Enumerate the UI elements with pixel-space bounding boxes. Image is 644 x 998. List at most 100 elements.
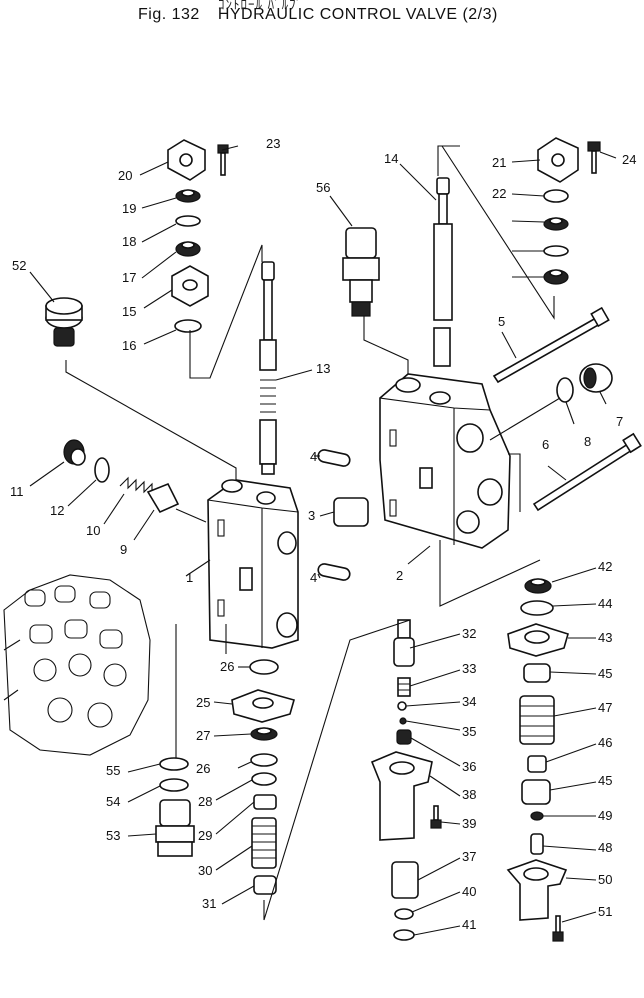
valve-body-1 xyxy=(207,479,299,649)
seat-31 xyxy=(253,875,277,895)
callout-2: 2 xyxy=(396,568,403,583)
callout-51: 51 xyxy=(598,904,612,919)
callout-37: 37 xyxy=(462,849,476,864)
callout-27: 27 xyxy=(196,728,210,743)
seal-42 xyxy=(524,578,552,594)
callout-45-bottom: 45 xyxy=(598,773,612,788)
o-ring-4-lower xyxy=(317,563,351,581)
cap-50 xyxy=(506,859,568,921)
callout-29: 29 xyxy=(198,828,212,843)
callout-13: 13 xyxy=(316,361,330,376)
callout-20: 20 xyxy=(118,168,132,183)
plug-53 xyxy=(155,799,195,857)
callout-9: 9 xyxy=(120,542,127,557)
callout-49: 49 xyxy=(598,808,612,823)
callout-50: 50 xyxy=(598,872,612,887)
callout-56: 56 xyxy=(316,180,330,195)
o-ring-12 xyxy=(94,457,110,483)
o-ring-26-bottom xyxy=(250,753,278,767)
leader-lines xyxy=(29,145,617,936)
callout-53: 53 xyxy=(106,828,120,843)
sleeve-37 xyxy=(391,861,419,899)
callout-1: 1 xyxy=(186,570,193,585)
callout-45-top: 45 xyxy=(598,666,612,681)
retainer-45-bottom xyxy=(521,779,551,805)
spring-30 xyxy=(251,817,277,869)
seal-17-right xyxy=(543,269,569,285)
retainer-45-top xyxy=(523,663,551,683)
bolt-51 xyxy=(552,915,564,942)
callout-48: 48 xyxy=(598,840,612,855)
plug-7 xyxy=(579,363,613,393)
seal-19-right xyxy=(543,217,569,231)
seal-27 xyxy=(250,727,278,741)
flange-43 xyxy=(507,623,569,657)
callout-15: 15 xyxy=(122,304,136,319)
spring-33 xyxy=(397,677,411,697)
callout-10: 10 xyxy=(86,523,100,538)
callout-44: 44 xyxy=(598,596,612,611)
o-ring-4-upper xyxy=(317,449,351,467)
tie-bolt-6 xyxy=(532,432,642,512)
o-ring-54 xyxy=(159,778,189,792)
plug-11 xyxy=(63,439,86,466)
callout-4-lower: 4 xyxy=(310,570,317,585)
callout-38: 38 xyxy=(462,787,476,802)
callout-54: 54 xyxy=(106,794,120,809)
washer-28 xyxy=(251,772,277,786)
callout-34: 34 xyxy=(462,694,476,709)
callout-47: 47 xyxy=(598,700,612,715)
callout-labels: 1 2 3 4 4 5 6 7 8 9 10 11 12 13 14 15 16… xyxy=(10,136,636,932)
ring-41 xyxy=(393,929,415,941)
ring-18-right xyxy=(543,245,569,257)
callout-35: 35 xyxy=(462,724,476,739)
callout-11: 11 xyxy=(10,484,24,499)
housing-38 xyxy=(370,751,433,841)
callout-18: 18 xyxy=(122,234,136,249)
valve-body-2 xyxy=(379,373,511,549)
plug-36 xyxy=(396,729,412,745)
callout-30: 30 xyxy=(198,863,212,878)
callout-43: 43 xyxy=(598,630,612,645)
callout-17: 17 xyxy=(122,270,136,285)
flange-15 xyxy=(171,265,209,307)
callout-21: 21 xyxy=(492,155,506,170)
callout-55: 55 xyxy=(106,763,120,778)
gasket-3 xyxy=(333,497,369,527)
japanese-title: ｺﾝﾄﾛｰﾙ ﾊﾞﾙﾌﾞ xyxy=(218,0,304,12)
figure-title: HYDRAULIC CONTROL VALVE (2/3) xyxy=(217,6,498,23)
valve-32 xyxy=(393,619,415,667)
spool-13 xyxy=(259,261,277,475)
callout-26-bottom: 26 xyxy=(196,761,210,776)
flange-21 xyxy=(537,137,579,183)
o-ring-22 xyxy=(543,189,569,203)
bolt-24 xyxy=(587,141,601,174)
o-ring-44 xyxy=(520,600,554,616)
callout-52: 52 xyxy=(12,258,26,273)
callout-26-top: 26 xyxy=(220,659,234,674)
callout-41: 41 xyxy=(462,917,476,932)
callout-25: 25 xyxy=(196,695,210,710)
o-ring-26-top xyxy=(249,659,279,675)
bolt-39 xyxy=(430,805,442,829)
callout-36: 36 xyxy=(462,759,476,774)
callout-46: 46 xyxy=(598,735,612,750)
o-ring-8 xyxy=(556,377,574,403)
figure-number: Fig. 132 xyxy=(138,6,200,23)
ring-40 xyxy=(394,908,414,920)
callout-22: 22 xyxy=(492,186,506,201)
poppet-9 xyxy=(146,482,180,514)
callout-16: 16 xyxy=(122,338,136,353)
callout-6: 6 xyxy=(542,437,549,452)
seat-29 xyxy=(253,794,277,810)
callout-19: 19 xyxy=(122,201,136,216)
callout-5: 5 xyxy=(498,314,505,329)
assembled-valve-sketch xyxy=(3,574,151,756)
callout-39: 39 xyxy=(462,816,476,831)
callout-28: 28 xyxy=(198,794,212,809)
seal-19 xyxy=(175,189,201,203)
bolt-48 xyxy=(530,833,544,855)
callout-31: 31 xyxy=(202,896,216,911)
flange-25 xyxy=(231,689,295,723)
assembly-lines xyxy=(65,145,561,921)
